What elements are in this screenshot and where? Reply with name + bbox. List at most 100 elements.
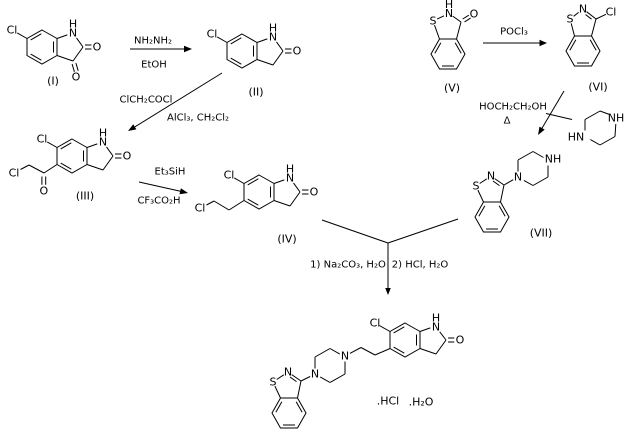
compound-iii-bonds <box>20 138 114 174</box>
compound-iv-bonds <box>206 174 301 211</box>
product-bonds <box>271 322 447 429</box>
atom-label-o: O <box>93 41 102 54</box>
compound-i: Cl H N O O (I) <box>7 18 102 88</box>
piperazine-bonds <box>584 110 617 146</box>
arrowhead-icon <box>179 188 188 195</box>
reaction-arrow-step2: ClCH₂COCl AlCl₃, CH₂Cl₂ <box>120 72 229 131</box>
atom-label-n: N <box>284 366 292 379</box>
atom-label-n: N <box>99 136 107 149</box>
compound-ii: Cl H N O (II) <box>207 22 302 99</box>
atom-label-n: N <box>487 170 495 183</box>
arrow-line <box>132 72 223 129</box>
arrowhead-icon <box>539 39 547 47</box>
product-ziprasidone: S N N N Cl H N O .HCl .H₂O <box>270 312 465 429</box>
atom-label-s: S <box>270 376 277 389</box>
reagent-step1-top: NH₂NH₂ <box>134 36 172 47</box>
atom-label-o: O <box>293 45 302 58</box>
atom-label-o: O <box>310 186 319 199</box>
reagent-step1-bottom: EtOH <box>141 60 167 71</box>
compound-iii-double-bonds <box>41 142 122 185</box>
product-double-bonds <box>275 326 455 426</box>
compound-label-ii: (II) <box>248 86 263 99</box>
reaction-arrow-step4: POCl₃ <box>483 27 547 47</box>
atom-label-n: N <box>341 350 349 363</box>
atom-label-o: O <box>72 71 81 84</box>
atom-label-nh: NH <box>545 153 562 166</box>
compound-label-v: (V) <box>444 82 460 95</box>
reagent-feed-line <box>545 113 573 120</box>
atom-label-n: N <box>514 171 522 184</box>
atom-label-n: N <box>579 3 587 16</box>
atom-label-s: S <box>430 15 437 28</box>
compound-iv: Cl H N O Cl (IV) <box>195 163 319 246</box>
reagent-step3-top: Et₃SiH <box>155 167 186 178</box>
atom-label-cl: Cl <box>7 24 18 37</box>
compound-v-bonds <box>430 15 466 70</box>
atom-label-cl: Cl <box>195 202 206 215</box>
compound-vi: S N Cl (VI) <box>565 3 617 94</box>
atom-label-s: S <box>473 180 480 193</box>
reagent-step6-right: 2) HCl, H₂O <box>392 260 449 271</box>
atom-label-h: H <box>99 127 107 140</box>
atom-label-n: N <box>286 172 294 185</box>
atom-label-o: O <box>39 185 48 198</box>
atom-label-h: H <box>69 18 77 31</box>
compound-iv-double-bonds <box>247 178 309 206</box>
arrowhead-icon <box>538 126 545 135</box>
reaction-arrow-step6: 1) Na₂CO₃, H₂O 2) HCl, H₂O <box>310 218 459 295</box>
reagent-piperazine: NH HN <box>568 110 625 146</box>
salt-label-hcl: .HCl <box>377 395 400 408</box>
atom-label-cl: Cl <box>606 6 617 19</box>
compound-i-double-bonds <box>30 33 92 72</box>
arrowhead-icon <box>385 288 391 295</box>
arrow-line <box>541 90 565 129</box>
reagent-step5-bottom: Δ <box>504 116 511 127</box>
reagent-step3-bottom: CF₃CO₂H <box>137 196 180 207</box>
compound-vii-double-bonds <box>478 180 506 230</box>
compound-i-bonds <box>16 29 84 65</box>
atom-label-h: H <box>445 0 453 11</box>
reaction-arrow-step3: Et₃SiH CF₃CO₂H <box>137 167 188 207</box>
atom-label-n: N <box>69 27 77 40</box>
compound-label-vii: (VII) <box>530 227 553 240</box>
compound-label-vi: (VI) <box>588 81 607 94</box>
atom-label-cl: Cl <box>370 317 381 330</box>
atom-label-hn: HN <box>568 131 585 144</box>
reagent-step6-left: 1) Na₂CO₃, H₂O <box>310 260 386 271</box>
compound-iii: Cl H N O O Cl (III) <box>9 127 132 203</box>
atom-label-n: N <box>445 7 453 20</box>
compound-vi-bonds <box>565 11 607 67</box>
reaction-arrow-step1: NH₂NH₂ EtOH <box>130 36 192 71</box>
compound-v: H N S O (V) <box>430 0 479 95</box>
atom-label-h: H <box>286 163 294 176</box>
atom-label-cl: Cl <box>207 28 218 41</box>
compound-v-double-bonds <box>434 14 471 67</box>
reagent-step2-bottom: AlCl₃, CH₂Cl₂ <box>167 113 229 124</box>
reagent-step5-top: HOCH₂CH₂OH <box>479 102 547 113</box>
compound-ii-bonds <box>216 33 284 69</box>
compound-vii-bonds <box>474 151 549 233</box>
atom-label-nh: NH <box>608 112 625 125</box>
convergence-lines <box>321 218 459 289</box>
salt-label-h2o: .H₂O <box>409 396 434 409</box>
arrowhead-icon <box>184 45 192 53</box>
compound-vi-double-bonds <box>569 14 597 64</box>
reagent-step2-top: ClCH₂COCl <box>120 95 173 106</box>
arrowhead-icon <box>128 124 137 131</box>
reagent-step4-top: POCl₃ <box>500 27 528 38</box>
atom-label-cl: Cl <box>9 167 20 180</box>
compound-label-iii: (III) <box>76 190 94 203</box>
reaction-arrow-step5: HOCH₂CH₂OH Δ <box>479 90 573 135</box>
atom-label-n: N <box>432 321 440 334</box>
compound-label-i: (I) <box>47 75 59 88</box>
atom-label-o: O <box>123 150 132 163</box>
atom-label-n: N <box>311 368 319 381</box>
compound-ii-double-bonds <box>230 37 292 65</box>
atom-label-o: O <box>470 8 479 21</box>
compound-label-iv: (IV) <box>277 233 296 246</box>
atom-label-h: H <box>432 312 440 325</box>
atom-label-s: S <box>567 13 574 26</box>
atom-label-n: N <box>269 31 277 44</box>
